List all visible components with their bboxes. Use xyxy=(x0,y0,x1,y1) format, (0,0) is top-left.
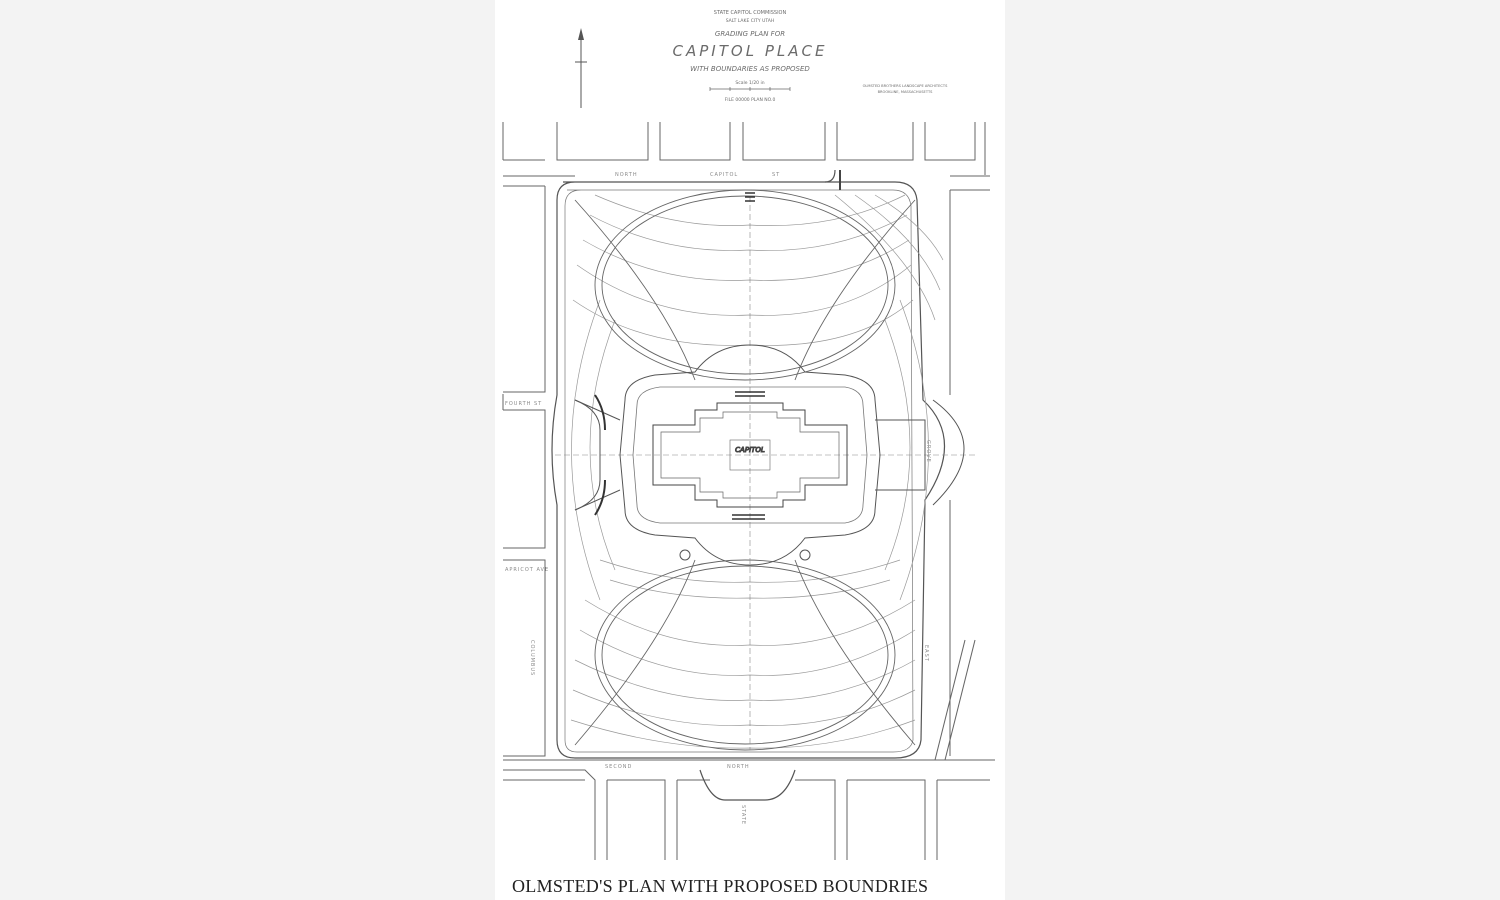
title-architects-location: BROOKLINE, MASSACHUSETTS xyxy=(878,90,934,94)
city-blocks xyxy=(502,122,995,860)
grading-plan-map: STATE CAPITOL COMMISSION SALT LAKE CITY … xyxy=(502,10,995,860)
title-commission: STATE CAPITOL COMMISSION xyxy=(714,10,787,16)
street-label-state: STATE xyxy=(740,805,746,825)
north-arrow-icon xyxy=(575,28,587,108)
title-scale: Scale 1/20 in xyxy=(735,80,764,86)
street-label-st: ST xyxy=(772,172,780,178)
title-file: FILE 00000 PLAN NO.0 xyxy=(725,97,776,103)
capitol-building: CAPITOL xyxy=(652,402,848,508)
street-label-fourth: FOURTH ST xyxy=(505,401,542,407)
title-place: CAPITOL PLACE xyxy=(673,42,828,60)
map-sheet: STATE CAPITOL COMMISSION SALT LAKE CITY … xyxy=(495,0,1005,900)
scale-bar xyxy=(709,87,791,91)
grounds-boundary xyxy=(551,169,965,801)
street-label-east: EAST xyxy=(923,645,929,662)
title-city: SALT LAKE CITY UTAH xyxy=(726,18,775,24)
title-subtitle: WITH BOUNDARIES AS PROPOSED xyxy=(690,65,810,73)
street-label-north: NORTH xyxy=(615,172,638,178)
street-label-capitol: CAPITOL xyxy=(710,172,738,178)
capitol-building-label: CAPITOL xyxy=(735,446,765,454)
street-label-apricot: APRICOT AVE xyxy=(505,567,549,573)
street-label-second: SECOND xyxy=(605,764,632,770)
walkways xyxy=(555,189,975,751)
title-block: STATE CAPITOL COMMISSION SALT LAKE CITY … xyxy=(673,10,949,103)
north-entry-marker xyxy=(745,192,755,202)
street-label-columbus: COLUMBUS xyxy=(529,640,535,676)
capitol-plaza xyxy=(574,344,926,566)
map-caption: OLMSTED'S PLAN WITH PROPOSED BOUNDRIES xyxy=(512,876,929,896)
street-label-north-bottom: NORTH xyxy=(727,764,750,770)
title-architects: OLMSTED BROTHERS LANDSCAPE ARCHITECTS xyxy=(863,84,949,88)
street-label-grove: GROVE xyxy=(925,440,931,463)
title-plan-for: GRADING PLAN FOR xyxy=(715,30,785,38)
street-labels: NORTH CAPITOL ST FOURTH ST APRICOT AVE C… xyxy=(505,172,931,825)
